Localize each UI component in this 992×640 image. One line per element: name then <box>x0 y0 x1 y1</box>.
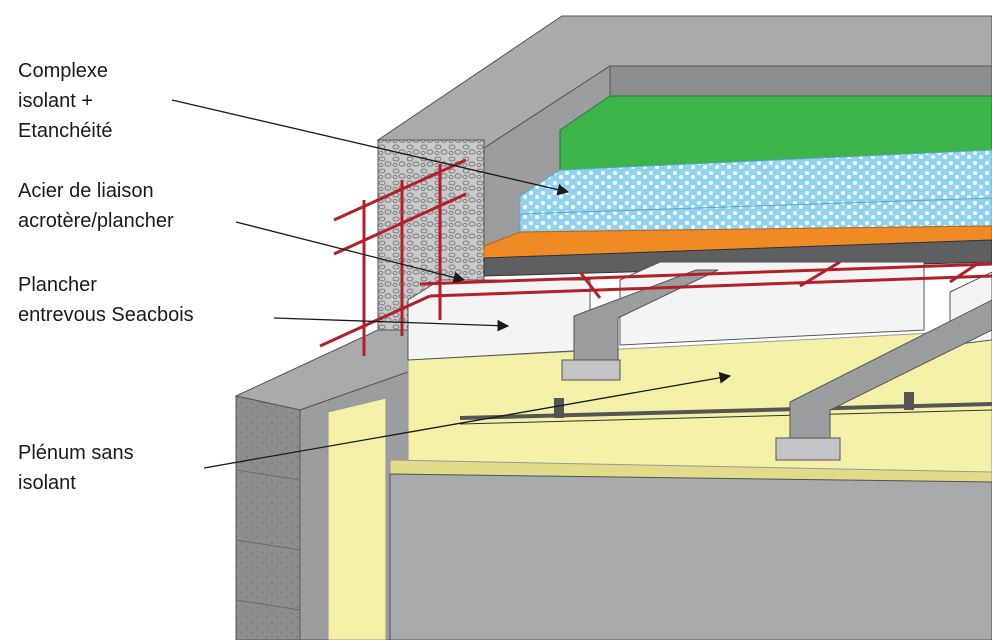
rebar <box>319 158 992 356</box>
label-rebar: Acier de liaison acrotère/plancher <box>18 176 174 236</box>
insulation-layer <box>519 149 992 233</box>
ceiling <box>389 329 992 640</box>
label-insulation: Complexe isolant + Etanchéité <box>18 56 113 146</box>
leader-floor <box>273 317 510 332</box>
vapor-barrier-layer <box>483 225 992 259</box>
label-floor-line-2: entrevous Seacbois <box>18 304 194 326</box>
label-floor-line-1: Plancher <box>18 274 97 296</box>
leader-rebar <box>235 221 466 284</box>
plenum-ceiling-face <box>389 473 992 640</box>
label-plenum-line-2: isolant <box>18 472 76 494</box>
label-insulation-line-1: Complexe <box>18 60 109 82</box>
leader-insulation <box>171 99 570 196</box>
label-plenum: Plénum sans isolant <box>18 438 134 498</box>
label-insulation-line-2: isolant + <box>18 90 94 112</box>
label-insulation-line-3: Etanchéité <box>18 120 113 142</box>
leader-plenum <box>203 372 732 469</box>
floor-block-2 <box>619 261 925 346</box>
membrane-layer <box>559 95 992 171</box>
wall <box>234 329 409 640</box>
wall-insulation-strip <box>327 397 387 640</box>
hanger-1 <box>554 398 564 418</box>
label-rebar-line-2: acrotère/plancher <box>18 210 174 232</box>
ceiling-rail <box>459 402 992 420</box>
label-plenum-line-1: Plénum sans <box>18 442 134 464</box>
slab-layer <box>483 239 992 277</box>
wall-face <box>235 395 301 640</box>
ceiling-front-edge <box>389 459 992 483</box>
ceiling-underside <box>407 329 992 476</box>
hanger-2 <box>904 392 914 410</box>
acroterion-back-wall <box>609 65 992 97</box>
label-rebar-line-1: Acier de liaison <box>18 180 154 202</box>
label-floor: Plancher entrevous Seacbois <box>18 270 194 330</box>
roof-layers <box>483 95 992 277</box>
leader-lines <box>171 99 732 469</box>
